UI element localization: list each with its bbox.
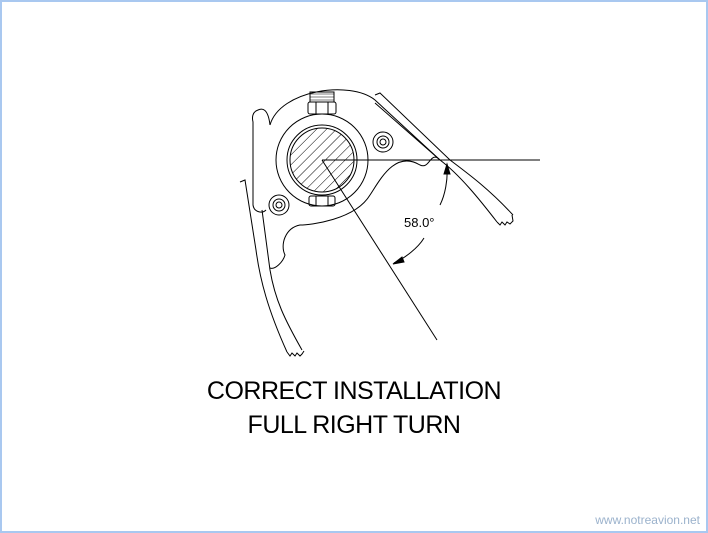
caption-line-2: FULL RIGHT TURN — [247, 411, 461, 439]
reference-line-angled — [321, 159, 438, 341]
watermark: www.notreavion.net — [595, 513, 700, 527]
arrow-head-top — [443, 162, 451, 175]
right-lever-arm — [374, 92, 514, 223]
left-lever-arm — [239, 179, 303, 353]
caption-line-1: CORRECT INSTALLATION — [206, 377, 502, 405]
bolt-left — [268, 194, 290, 216]
bolt-right — [372, 131, 394, 153]
angle-label: 58.0° — [404, 215, 435, 230]
bracket-body — [269, 89, 441, 269]
arrow-head-bottom — [392, 256, 405, 265]
top-nut — [307, 91, 337, 115]
bottom-nut — [308, 195, 336, 207]
